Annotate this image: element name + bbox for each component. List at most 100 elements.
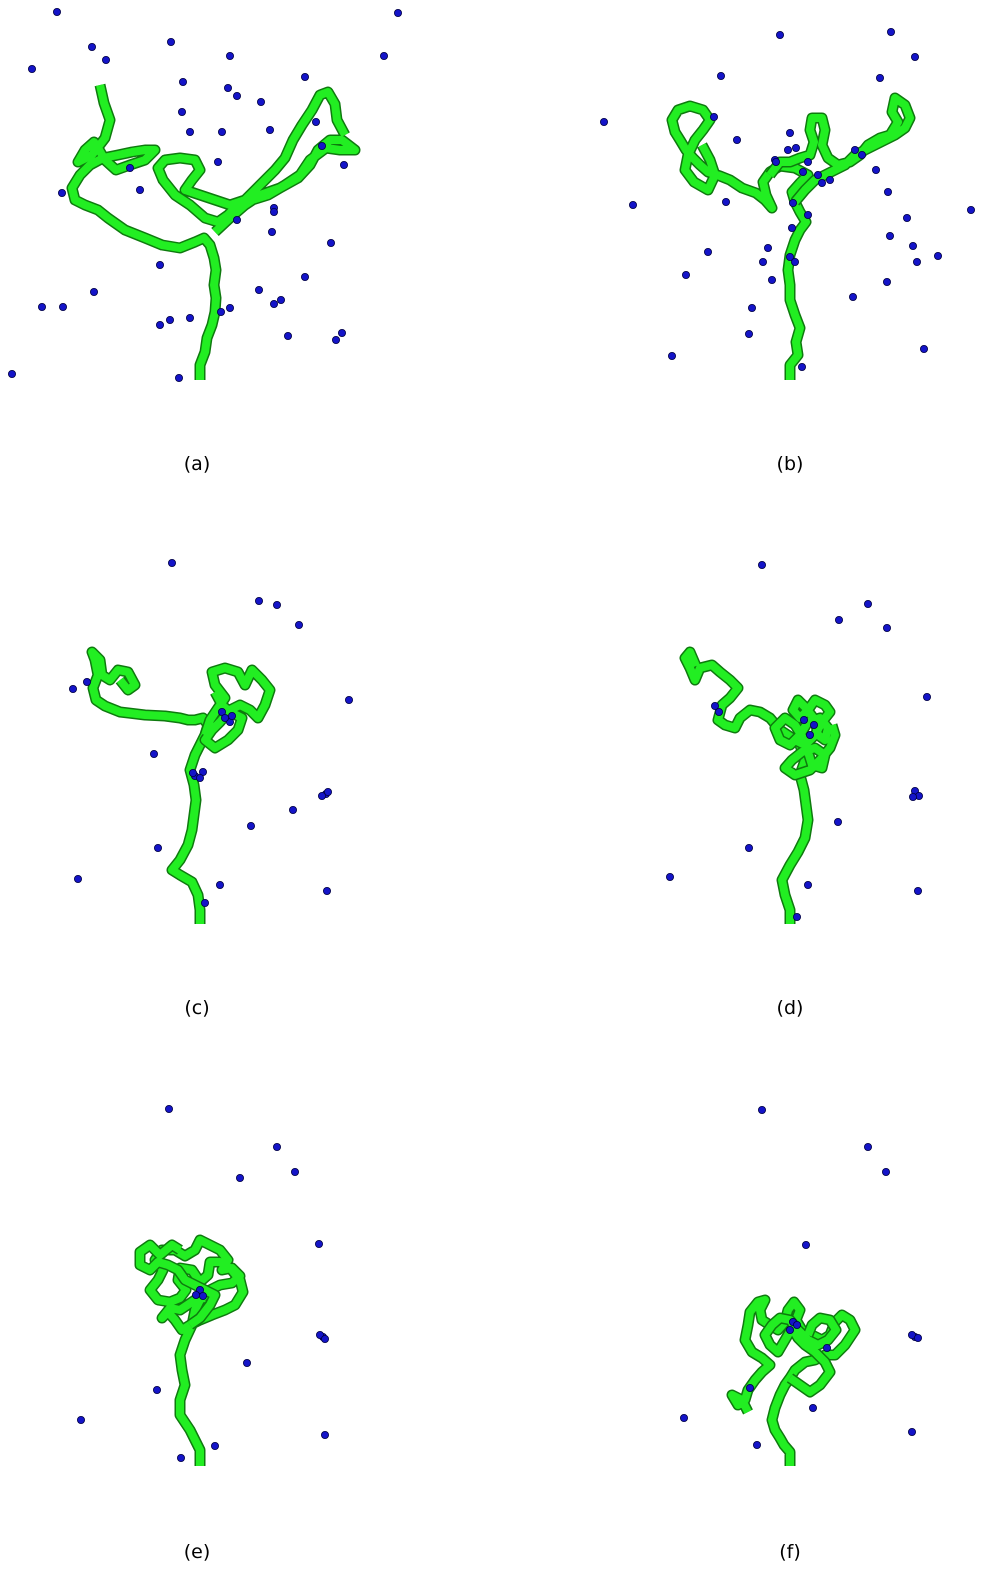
particle-dot: [804, 157, 813, 166]
particle-dot: [710, 113, 719, 122]
polymer-chain: [681, 648, 812, 924]
panel-f: [680, 1106, 923, 1466]
polymer-chain: [771, 696, 839, 779]
particle-dot: [818, 178, 827, 187]
particle-dot: [864, 1143, 873, 1152]
particle-dot: [704, 247, 713, 256]
particle-dot: [320, 1431, 329, 1440]
particle-dot: [887, 27, 896, 36]
particle-dot: [711, 702, 720, 711]
particle-dot: [225, 52, 234, 61]
panel-a: [7, 7, 402, 382]
particle-dot: [849, 292, 858, 301]
particle-dot: [913, 257, 922, 266]
particle-dot: [135, 185, 144, 194]
particle-dot: [851, 145, 860, 154]
particle-dot: [288, 806, 297, 815]
panel-b: [600, 27, 976, 380]
particle-dot: [165, 315, 174, 324]
particle-dot: [59, 302, 68, 311]
panel-c: [69, 559, 353, 924]
particle-dot: [768, 275, 777, 284]
particle-dot: [786, 1326, 795, 1335]
particle-dot: [823, 1344, 832, 1353]
panel-d: [666, 561, 932, 924]
particle-dot: [772, 157, 781, 166]
particle-dot: [311, 118, 320, 127]
panel-caption-d: (d): [776, 997, 804, 1019]
particle-dot: [337, 328, 346, 337]
particle-dot: [745, 329, 754, 338]
particle-dot: [680, 1414, 689, 1423]
particle-dot: [799, 167, 808, 176]
particle-dot: [213, 157, 222, 166]
panel-caption-e: (e): [183, 1541, 211, 1563]
particle-dot: [216, 307, 225, 316]
particle-dot: [883, 277, 892, 286]
particle-dot: [185, 313, 194, 322]
particle-dot: [864, 600, 873, 609]
particle-dot: [804, 881, 813, 890]
panel-e: [77, 1105, 329, 1466]
particle-dot: [379, 52, 388, 61]
particle-dot: [276, 295, 285, 304]
particle-dot: [153, 844, 162, 853]
particle-dot: [294, 621, 303, 630]
particle-dot: [174, 373, 183, 382]
particle-dot: [331, 335, 340, 344]
polymer-chain: [668, 102, 812, 380]
particle-dot: [220, 714, 229, 723]
particle-dot: [793, 1321, 802, 1330]
particle-dot: [883, 624, 892, 633]
particle-dot: [746, 1384, 755, 1393]
panel-caption-a: (a): [183, 453, 211, 475]
particle-dot: [909, 793, 918, 802]
particle-dot: [791, 257, 800, 266]
particle-dot: [178, 78, 187, 87]
particle-dot: [269, 299, 278, 308]
particle-dot: [242, 1359, 251, 1368]
particle-dot: [246, 822, 255, 831]
particle-dot: [914, 887, 923, 896]
particle-dot: [152, 1386, 161, 1395]
particle-dot: [967, 205, 976, 214]
particle-dot: [317, 792, 326, 801]
particle-dot: [215, 881, 224, 890]
particle-dot: [784, 145, 793, 154]
particle-dot: [909, 241, 918, 250]
polymer-chain-outline: [66, 83, 222, 380]
particle-dot: [272, 1143, 281, 1152]
particle-dot: [27, 65, 36, 74]
particle-dot: [126, 163, 135, 172]
particle-dot: [53, 7, 62, 16]
particle-dot: [923, 693, 932, 702]
particle-dot: [69, 685, 78, 694]
particle-dot: [858, 150, 867, 159]
particle-dot: [176, 1454, 185, 1463]
particle-dot: [792, 143, 801, 152]
particle-dot: [876, 74, 885, 83]
particle-dot: [198, 1292, 207, 1301]
particle-dot: [300, 73, 309, 82]
particle-dot: [188, 769, 197, 778]
particle-dot: [326, 238, 335, 247]
particle-dot: [753, 1441, 762, 1450]
particle-dot: [809, 1404, 818, 1413]
particle-dot: [748, 303, 757, 312]
particle-dot: [715, 708, 724, 717]
particle-dot: [882, 1168, 891, 1177]
polymer-chain: [761, 1314, 840, 1396]
particle-dot: [167, 559, 176, 568]
particle-dot: [290, 1168, 299, 1177]
particle-dot: [668, 351, 677, 360]
polymer-chain: [201, 664, 274, 752]
particle-dot: [90, 287, 99, 296]
particle-dot: [269, 207, 278, 216]
panel-caption-b: (b): [776, 453, 804, 475]
particle-dot: [177, 108, 186, 117]
particle-dot: [149, 750, 158, 759]
particle-dot: [164, 1105, 173, 1114]
particle-dot: [317, 141, 326, 150]
particle-dot: [155, 320, 164, 329]
